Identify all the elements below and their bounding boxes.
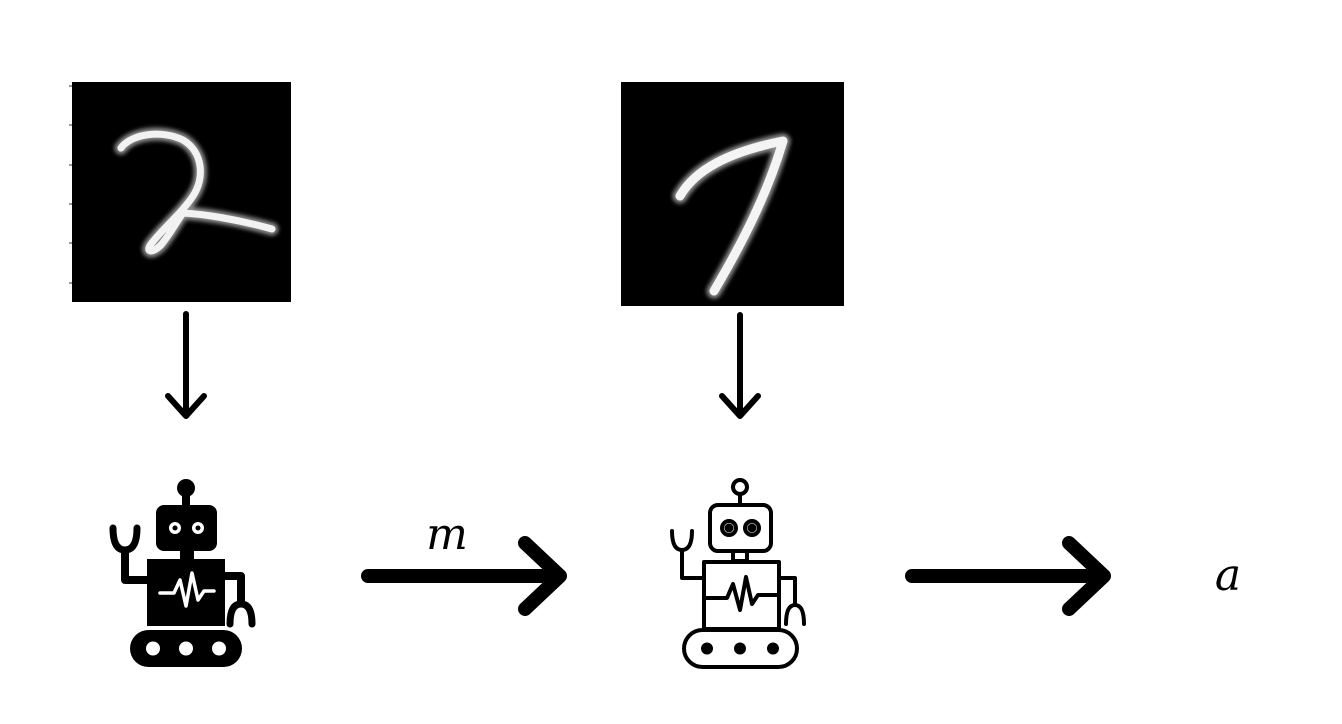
input-image-digit-2: [69, 82, 291, 302]
message-arrow: m: [361, 509, 567, 616]
message-label: m: [426, 509, 468, 560]
robot-outline-icon: [670, 478, 806, 669]
robot-filled-icon: [109, 479, 256, 667]
right-arrow-icon: [361, 536, 567, 616]
down-arrow-icon: [719, 312, 761, 419]
input-image-digit-7: [621, 82, 844, 306]
digit-2-stroke: [114, 127, 279, 258]
down-arrow-icon: [165, 311, 207, 419]
action-label: a: [1215, 550, 1241, 601]
right-arrow-icon: [905, 536, 1111, 616]
image-axis-ticks: [69, 85, 72, 284]
digit-7-stroke: [672, 133, 791, 299]
